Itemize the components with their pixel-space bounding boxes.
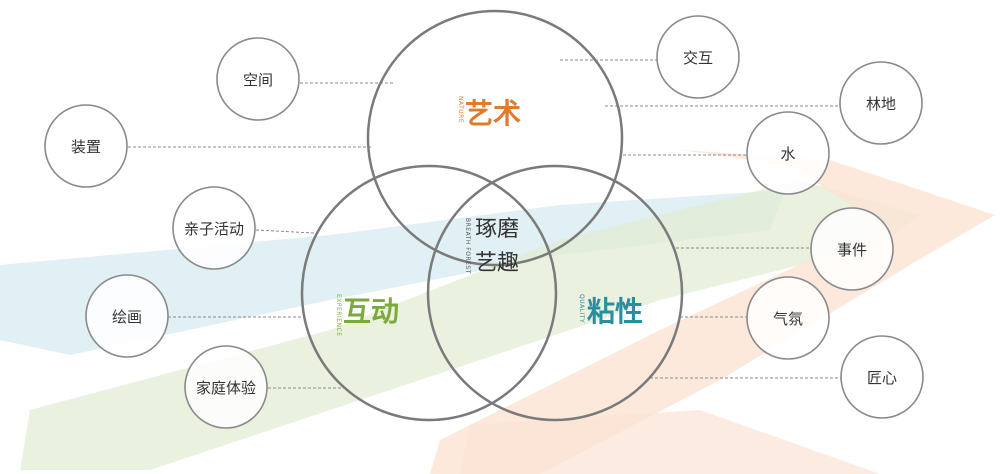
center-label-line2: 艺趣: [475, 251, 519, 276]
node-zhuangzhi: 装置: [44, 104, 128, 188]
venn-labels: 艺术 NATURE 互动 EXPERIENCE 粘性 QUALITY 琢磨 艺趣…: [335, 96, 643, 337]
node-label: 家庭体验: [196, 379, 256, 397]
node-label: 亲子活动: [184, 220, 244, 238]
node-circle: [216, 37, 300, 121]
venn-circle-art: [366, 9, 624, 267]
node-shui: 水: [746, 111, 830, 195]
node-circle: [184, 345, 268, 429]
node-circle: [746, 111, 830, 195]
ribbon-orange: [430, 150, 995, 474]
node-circle: [85, 274, 169, 358]
node-jiating-tiyan: 家庭体验: [184, 345, 268, 429]
node-kongjian: 空间: [216, 37, 300, 121]
node-huihua: 绘画: [85, 274, 169, 358]
node-label: 气氛: [773, 310, 803, 328]
ribbon-orange-lower: [460, 410, 880, 474]
art-label: 艺术: [465, 97, 521, 130]
node-lindi: 林地: [839, 61, 923, 145]
node-label: 装置: [71, 138, 101, 156]
node-qifen: 气氛: [746, 276, 830, 360]
node-circle: [44, 104, 128, 188]
venn-circle-stickiness: [426, 164, 684, 422]
node-circle: [810, 207, 894, 291]
node-shijian: 事件: [810, 207, 894, 291]
center-label-line1: 琢磨: [475, 217, 519, 242]
center-sub-label: BREATH FOREST: [464, 218, 471, 274]
stickiness-label: 粘性: [587, 295, 643, 328]
node-label: 交互: [683, 49, 713, 67]
node-circle: [172, 186, 256, 270]
node-label: 林地: [866, 95, 896, 113]
node-label: 事件: [837, 241, 867, 259]
left-nodes: 空间 装置 亲子活动 绘画 家庭体验: [44, 37, 300, 429]
connector-qinzi: [255, 229, 315, 234]
node-circle: [839, 61, 923, 145]
interaction-label: 互动: [343, 295, 399, 328]
node-label: 绘画: [112, 308, 142, 326]
art-sub-label: NATURE: [457, 96, 464, 123]
venn-circle-interaction: [300, 164, 558, 422]
node-label: 空间: [243, 71, 273, 89]
node-jiaohu: 交互: [656, 15, 740, 99]
node-label: 水: [780, 145, 795, 163]
ribbon-blue: [0, 190, 785, 355]
node-circle: [656, 15, 740, 99]
node-qinzi-huodong: 亲子活动: [172, 186, 256, 270]
stickiness-sub-label: QUALITY: [578, 294, 585, 323]
right-nodes: 交互 林地 水 事件 气氛 匠心: [656, 15, 924, 419]
venn-circles: [300, 9, 684, 422]
interaction-sub-label: EXPERIENCE: [335, 294, 342, 337]
node-circle: [840, 335, 924, 419]
connectors: [128, 59, 842, 389]
node-jiangxin: 匠心: [840, 335, 924, 419]
node-circle: [746, 276, 830, 360]
node-label: 匠心: [867, 369, 897, 387]
